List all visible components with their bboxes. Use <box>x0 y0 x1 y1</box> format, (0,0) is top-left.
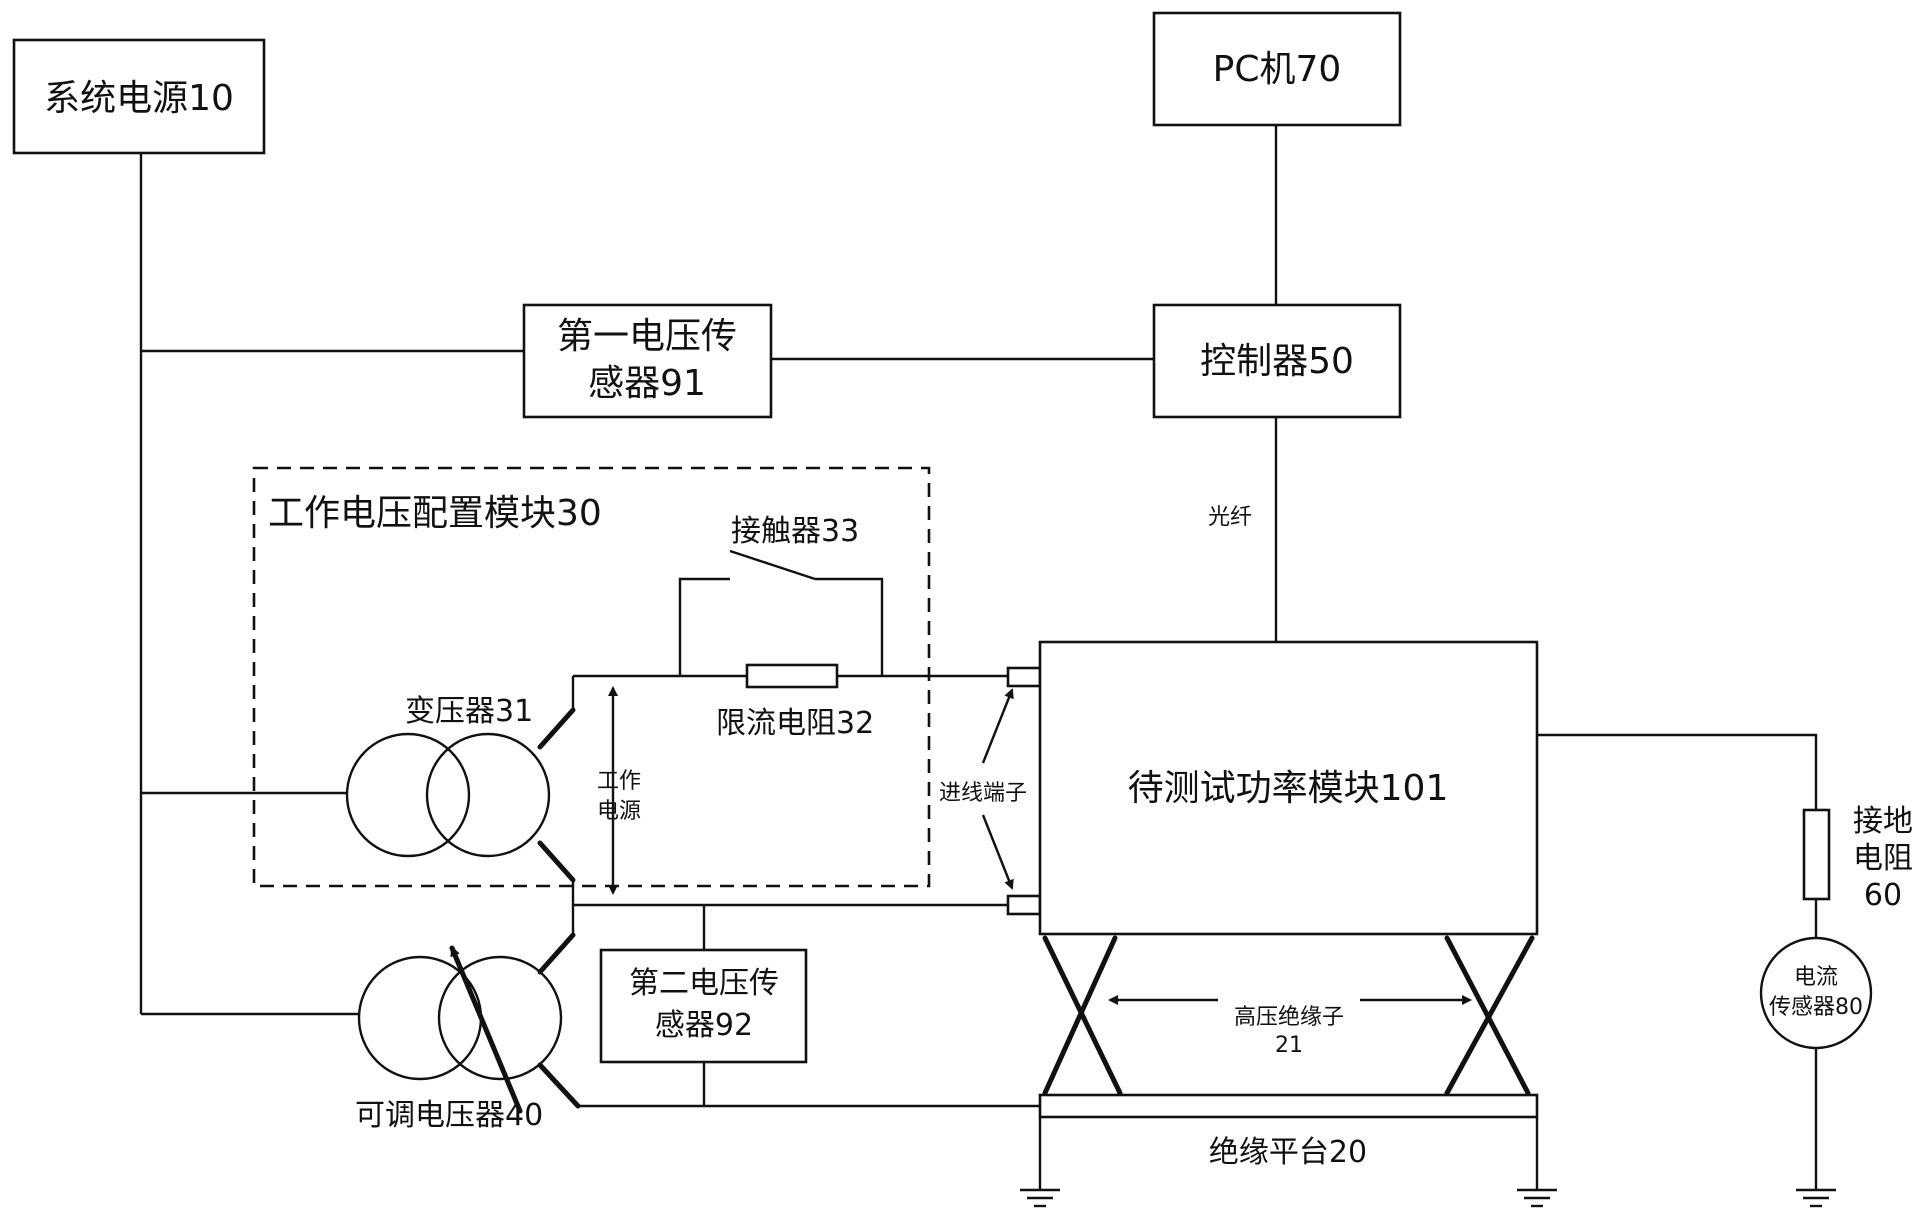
input-terminal-label: 进线端子 <box>939 781 1027 806</box>
work-power-label-line2: 电源 <box>597 799 641 824</box>
controller-box <box>1152 303 1402 419</box>
platform-label: 绝缘平台20 <box>1209 1135 1367 1170</box>
hv-insulator-label-bg <box>1218 990 1360 1058</box>
transformer-secondary-coil <box>425 732 551 858</box>
pc-box <box>1152 11 1402 127</box>
input-terminal-top <box>1006 666 1042 688</box>
voltage-sensor-1-label-line2: 感器91 <box>588 363 706 404</box>
voltage-sensor-2-label-line2: 感器92 <box>655 1008 753 1043</box>
resistor-label: 限流电阻32 <box>716 706 874 741</box>
voltage-sensor-2-box <box>599 948 808 1064</box>
pc-label: PC机70 <box>1213 49 1342 90</box>
work-power-label-line1: 工作 <box>597 769 641 794</box>
module-under-test-box <box>1038 640 1539 936</box>
config-module-boundary <box>252 466 931 888</box>
config-module-label: 工作电压配置模块30 <box>268 493 602 534</box>
current-sensor-label-line1: 电流 <box>1794 965 1838 990</box>
ground-icon <box>1517 1188 1557 1208</box>
system-power-label: 系统电源10 <box>44 78 234 119</box>
module-under-test-label: 待测试功率模块101 <box>1128 768 1449 809</box>
hv-insulator-left <box>1042 935 1123 1096</box>
hv-insulator-label-line1: 高压绝缘子 <box>1234 1005 1344 1030</box>
hv-insulator-right <box>1444 935 1535 1096</box>
controller-label: 控制器50 <box>1200 341 1354 382</box>
ground-resistor-label-line2: 电阻 <box>1853 841 1913 876</box>
wiring <box>139 125 1818 1190</box>
current-sensor-circle <box>1759 936 1873 1050</box>
transformer-label: 变压器31 <box>405 694 533 729</box>
contactor-label: 接触器33 <box>731 514 859 549</box>
system-power-box <box>12 38 266 155</box>
input-terminal-arrow-top <box>981 688 1014 764</box>
regulator-secondary-coil <box>437 955 563 1081</box>
ground-resistor <box>1802 808 1831 901</box>
transformer-primary-coil <box>345 732 471 858</box>
ground-resistor-label-line1: 接地 <box>1853 804 1913 839</box>
input-terminal-arrow-bottom <box>981 814 1014 890</box>
ground-resistor-label-line3: 60 <box>1864 878 1902 913</box>
hv-insulator-label-line2: 21 <box>1275 1033 1303 1058</box>
regulator-adjust-arrow <box>449 945 523 1114</box>
regulator-label: 可调电压器40 <box>355 1098 543 1133</box>
ground-icon <box>1020 1188 1060 1208</box>
current-limiting-resistor <box>745 663 839 689</box>
fiber-label: 光纤 <box>1208 505 1252 530</box>
insulating-platform <box>1038 1093 1539 1119</box>
voltage-sensor-2-label-line1: 第二电压传 <box>629 966 779 1001</box>
voltage-sensor-1-box <box>522 303 773 419</box>
ground-icon <box>1796 1188 1836 1208</box>
voltage-sensor-1-label-line1: 第一电压传 <box>557 316 737 357</box>
input-terminal-bottom <box>1006 894 1042 916</box>
current-sensor-label-line2: 传感器80 <box>1769 995 1863 1020</box>
